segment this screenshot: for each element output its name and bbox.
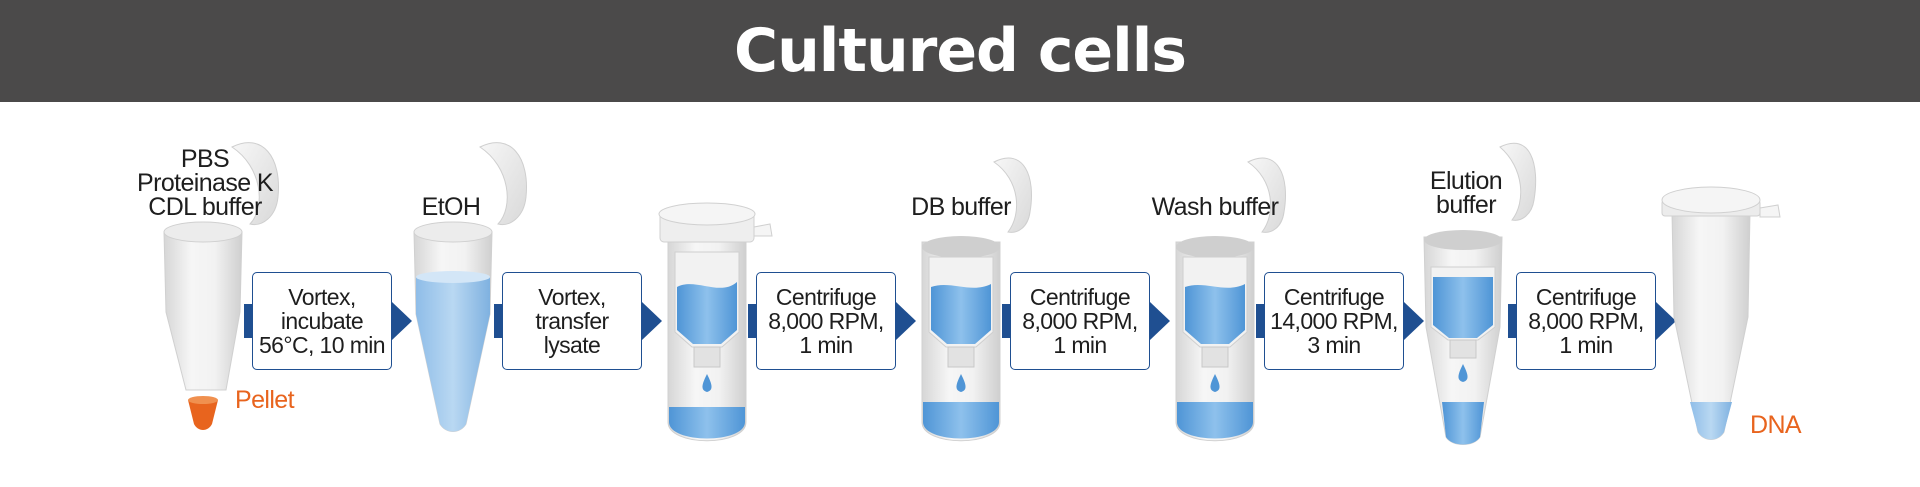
step-text-2: Vortex, transfer lysate — [535, 284, 609, 358]
tube-6-elution — [1423, 142, 1537, 445]
arrow-2 — [494, 302, 662, 340]
flow-arrows — [244, 302, 1676, 340]
step-box-6: Centrifuge 8,000 RPM, 1 min — [1516, 272, 1656, 370]
tube-5-column — [1175, 157, 1286, 442]
workflow-graphics — [163, 142, 1781, 445]
reagent-label-tube-5: Wash buffer — [1151, 193, 1279, 221]
tube-1-pellet — [163, 142, 280, 430]
page-title: Cultured cells — [734, 16, 1187, 86]
reagent-label-tube-4: DB buffer — [911, 193, 1011, 221]
tube-7-dna — [1661, 186, 1781, 440]
dna-label: DNA — [1750, 411, 1802, 439]
step-box-3: Centrifuge 8,000 RPM, 1 min — [756, 272, 896, 370]
title-banner: Cultured cells — [0, 0, 1920, 102]
reagent-label-tube-2: EtOH — [421, 193, 481, 221]
step-text-1: Vortex, incubate 56°C, 10 min — [258, 284, 386, 358]
pellet-label: Pellet — [235, 386, 295, 414]
step-box-2: Vortex, transfer lysate — [502, 272, 642, 370]
workflow-diagram: PBS Proteinase K CDL buffer EtOH DB buff… — [0, 102, 1920, 487]
arrow-4 — [1002, 302, 1170, 340]
step-text-5: Centrifuge 14,000 RPM, 3 min — [1270, 284, 1398, 358]
reagent-label-tube-1: PBS Proteinase K CDL buffer — [137, 145, 274, 221]
step-box-4: Centrifuge 8,000 RPM, 1 min — [1010, 272, 1150, 370]
arrow-6 — [1508, 302, 1676, 340]
arrow-3 — [748, 302, 916, 340]
step-box-5: Centrifuge 14,000 RPM, 3 min — [1264, 272, 1404, 370]
step-box-1: Vortex, incubate 56°C, 10 min — [252, 272, 392, 370]
reagent-label-tube-6: Elution buffer — [1429, 167, 1503, 219]
tube-3-column — [658, 202, 773, 442]
arrow-5 — [1256, 302, 1424, 340]
arrow-1 — [244, 302, 412, 340]
tube-2-etoh — [413, 142, 528, 432]
step-text-6: Centrifuge 8,000 RPM, 1 min — [1528, 284, 1644, 358]
tube-4-column — [921, 157, 1032, 442]
step-text-3: Centrifuge 8,000 RPM, 1 min — [768, 284, 884, 358]
step-text-4: Centrifuge 8,000 RPM, 1 min — [1022, 284, 1138, 358]
